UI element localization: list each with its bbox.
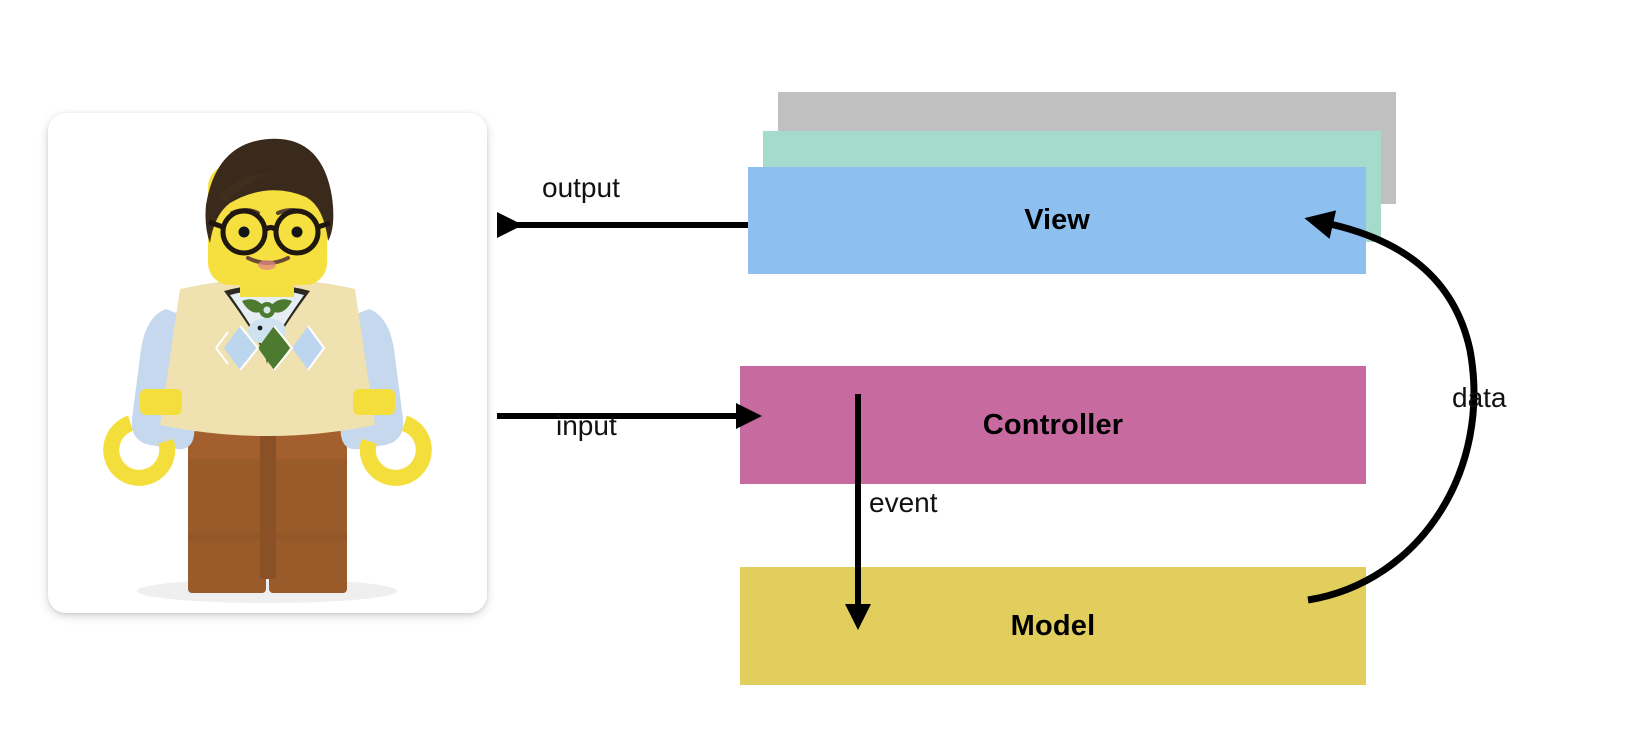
model-box-label: Model (1010, 609, 1096, 642)
view-box-label: View (1024, 204, 1090, 236)
edge-label-input: input (556, 410, 617, 441)
user-photo (48, 113, 487, 613)
edge-label-data: data (1452, 382, 1507, 413)
model-box: Model (740, 567, 1366, 685)
edge-label-event: event (869, 487, 938, 518)
controller-box-label: Controller (982, 408, 1124, 441)
edge-label-output: output (542, 172, 620, 203)
controller-box: Controller (740, 366, 1366, 484)
user-photo-card (48, 113, 487, 613)
view-layer-front (748, 167, 1366, 274)
